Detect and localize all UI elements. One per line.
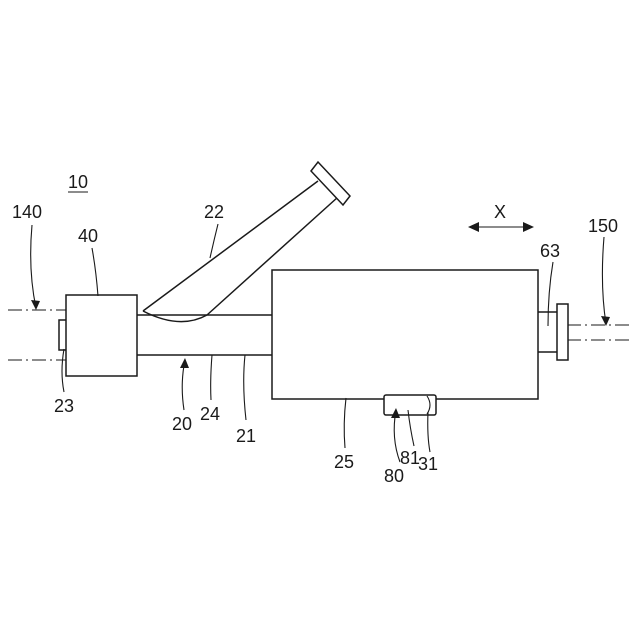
- sensor-unit-80: [384, 395, 436, 415]
- label-80: 80: [384, 466, 404, 486]
- main-pipe-21: [137, 315, 272, 355]
- label-25: 25: [334, 452, 354, 472]
- label-24: 24: [200, 404, 220, 424]
- label-20: 20: [172, 414, 192, 434]
- block-40: [66, 295, 137, 376]
- vessel-25: [272, 270, 538, 399]
- label-22: 22: [204, 202, 224, 222]
- label-x: X: [494, 202, 506, 222]
- label-10: 10: [68, 172, 88, 192]
- label-21: 21: [236, 426, 256, 446]
- label-150: 150: [588, 216, 618, 236]
- center-line-right: [567, 325, 632, 340]
- label-140: 140: [12, 202, 42, 222]
- label-23: 23: [54, 396, 74, 416]
- branch-flange: [311, 162, 350, 205]
- label-40: 40: [78, 226, 98, 246]
- center-line-left: [8, 310, 66, 360]
- double-arrow-icon: [468, 222, 534, 232]
- outlet-flange: [557, 304, 568, 360]
- label-63: 63: [540, 241, 560, 261]
- label-31: 31: [418, 454, 438, 474]
